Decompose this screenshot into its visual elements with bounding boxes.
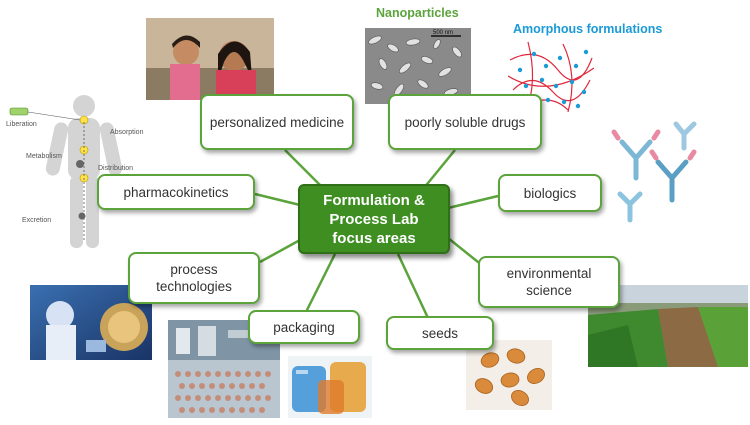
center-node: Formulation & Process Lab focus areas xyxy=(298,184,450,254)
pharmacokinetics-body-diagram: Liberation Absorption Metabolism Distrib… xyxy=(0,92,150,252)
seeds-photo xyxy=(466,340,552,410)
connector-packaging xyxy=(303,253,337,315)
node-label: biologics xyxy=(523,185,577,201)
excretion-label: Excretion xyxy=(22,217,51,224)
node-packaging: packaging xyxy=(248,310,360,344)
connector-process-technologies xyxy=(259,238,301,264)
node-label: environmental science xyxy=(506,266,592,298)
amorphous-heading: Amorphous formulations xyxy=(513,22,663,36)
node-label: seeds xyxy=(421,325,459,341)
nanoparticle-micrograph: 500 nm xyxy=(365,28,471,104)
node-label: process technologies xyxy=(156,262,232,294)
node-biologics: biologics xyxy=(498,174,602,212)
nanoparticles-heading: Nanoparticles xyxy=(376,6,459,20)
node-seeds: seeds xyxy=(386,316,494,350)
mother-child-photo xyxy=(146,18,274,100)
node-label: poorly soluble drugs xyxy=(404,114,526,130)
node-poorly-soluble-drugs: poorly soluble drugs xyxy=(388,94,542,150)
node-environmental-science: environmental science xyxy=(478,256,620,308)
node-label: personalized medicine xyxy=(209,114,345,130)
metabolism-label: Metabolism xyxy=(26,153,62,160)
absorption-label: Absorption xyxy=(110,129,144,136)
connector-pharmacokinetics xyxy=(254,192,301,207)
node-label: pharmacokinetics xyxy=(123,184,229,200)
connector-biologics xyxy=(447,194,499,210)
node-pharmacokinetics: pharmacokinetics xyxy=(97,174,255,210)
connector-seeds xyxy=(396,253,430,319)
micrograph-scale-label: 500 nm xyxy=(433,30,453,36)
liberation-label: Liberation xyxy=(6,121,37,128)
node-label: packaging xyxy=(273,319,335,335)
iv-bags-photo xyxy=(288,356,372,418)
node-personalized-medicine: personalized medicine xyxy=(200,94,354,150)
distribution-label: Distribution xyxy=(98,165,133,172)
antibodies-illustration xyxy=(606,118,706,226)
center-node-label: Formulation & Process Lab focus areas xyxy=(323,191,425,247)
node-process-technologies: process technologies xyxy=(128,252,260,304)
lab-scientist-photo xyxy=(30,285,152,360)
connector-environmental-science xyxy=(447,237,484,267)
